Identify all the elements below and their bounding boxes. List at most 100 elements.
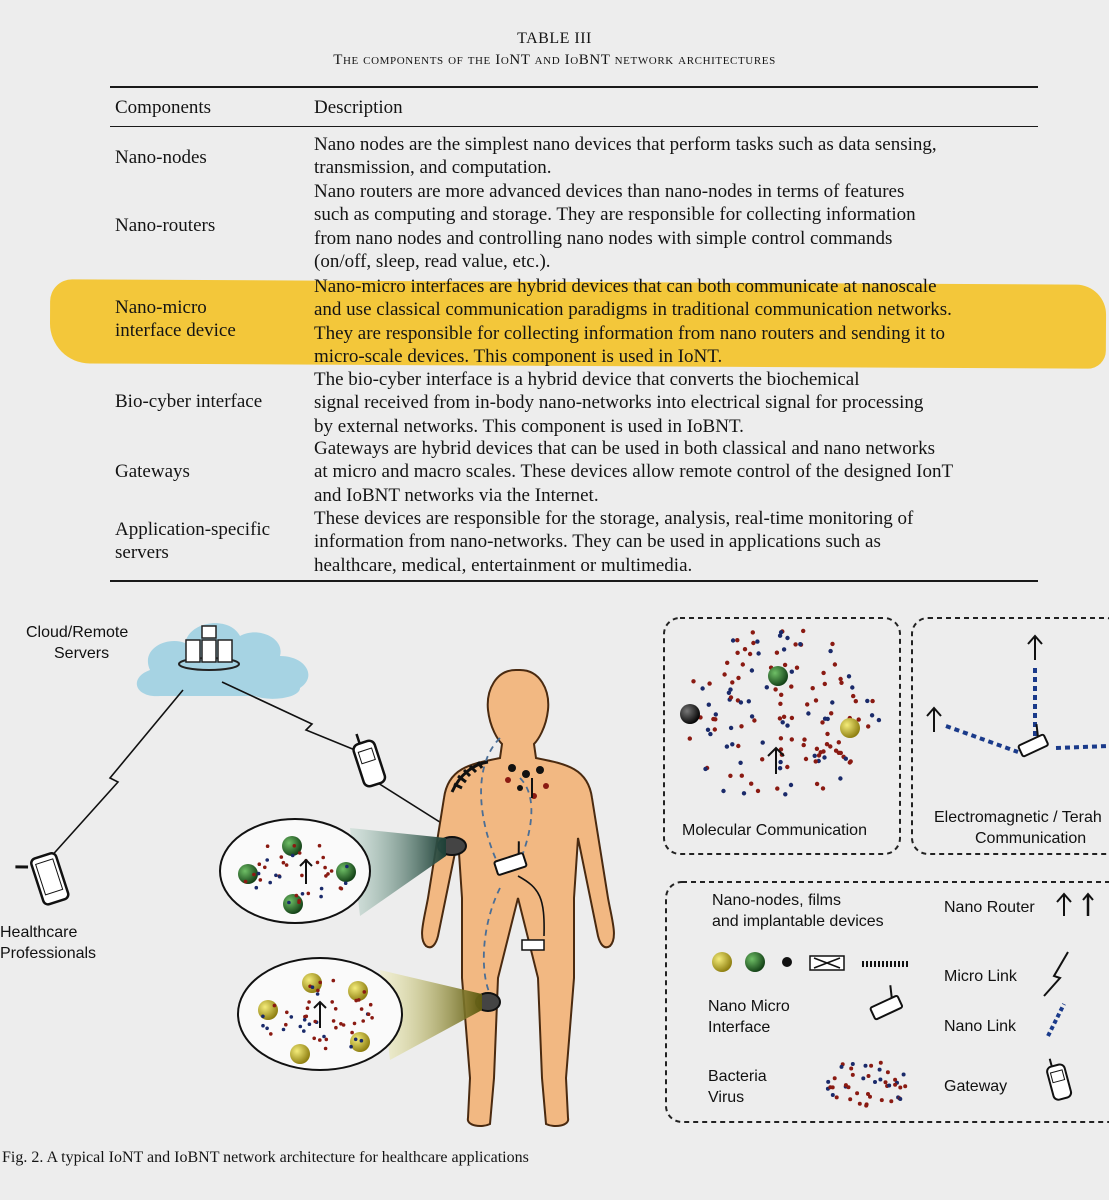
particle-dot bbox=[290, 853, 295, 858]
particle-dot bbox=[305, 1006, 310, 1010]
particle-dot bbox=[254, 885, 259, 890]
particle-dot bbox=[741, 791, 747, 796]
particle-dot bbox=[839, 1064, 844, 1069]
particle-dot bbox=[307, 1000, 311, 1004]
particle-dot bbox=[298, 1024, 303, 1029]
particle-dot bbox=[707, 681, 712, 686]
nano-micro-interface-device bbox=[493, 841, 528, 876]
particle-dot bbox=[820, 720, 825, 725]
particle-dot bbox=[343, 881, 348, 885]
particle-dot bbox=[893, 1077, 898, 1082]
particle-dot bbox=[359, 1007, 364, 1011]
implant-device bbox=[521, 939, 545, 951]
zoom-beam-yellow bbox=[380, 970, 482, 1060]
particle-dot bbox=[258, 878, 263, 882]
particle-dot bbox=[713, 712, 718, 717]
particle-dot bbox=[735, 650, 740, 655]
particle-dot bbox=[302, 1029, 306, 1033]
particle-dot bbox=[878, 1077, 883, 1082]
particle-dot bbox=[721, 788, 726, 794]
particle-dot bbox=[778, 759, 783, 765]
legend-interface-icon bbox=[869, 985, 904, 1021]
particle-dot bbox=[728, 773, 733, 778]
particle-dot bbox=[330, 1000, 335, 1004]
particle-dot bbox=[319, 894, 323, 899]
particle-dot bbox=[261, 1023, 265, 1028]
particle-dot bbox=[777, 716, 783, 721]
particle-dot bbox=[728, 725, 734, 731]
particle-dot bbox=[828, 1085, 833, 1090]
particle-dot bbox=[307, 1022, 312, 1026]
particle-dot bbox=[805, 702, 810, 707]
particle-dot bbox=[802, 737, 807, 742]
particle-dot bbox=[789, 715, 795, 721]
particle-dot bbox=[687, 736, 692, 741]
particle-dot bbox=[323, 1046, 328, 1051]
particle-dot bbox=[898, 1085, 903, 1090]
particle-dot bbox=[779, 692, 784, 697]
particle-dot bbox=[877, 1067, 882, 1072]
particle-dot bbox=[316, 988, 320, 993]
particle-dot bbox=[785, 723, 790, 728]
nano-link-in-body bbox=[480, 737, 501, 869]
particle-dot bbox=[370, 1016, 374, 1020]
particle-dot bbox=[812, 753, 817, 758]
particle-dot bbox=[824, 742, 830, 747]
particle-dot bbox=[739, 773, 744, 778]
particle-dot bbox=[274, 873, 278, 878]
zoom-ellipse-green bbox=[219, 818, 371, 924]
component-line: Nano-micro bbox=[115, 297, 207, 318]
micro-link-cloud-gateway bbox=[221, 681, 356, 751]
particle-dot bbox=[326, 872, 330, 876]
legend-implant-icon bbox=[809, 955, 845, 971]
particle-dot bbox=[310, 985, 315, 989]
particle-dot bbox=[898, 1097, 903, 1101]
description-line: Nano nodes are the simplest nano devices… bbox=[314, 134, 937, 155]
particle-dot bbox=[366, 1012, 371, 1016]
table-row-description: Nano-micro interfaces are hybrid devices… bbox=[314, 275, 1044, 368]
particle-dot bbox=[863, 1063, 868, 1068]
particle-dot bbox=[850, 1062, 855, 1066]
particle-dot bbox=[838, 776, 843, 781]
table-row-description: These devices are responsible for the st… bbox=[314, 507, 1044, 577]
particle-dot bbox=[739, 724, 744, 729]
particle-dot bbox=[705, 727, 711, 732]
particle-dot bbox=[711, 716, 716, 722]
particle-dot bbox=[261, 1014, 265, 1019]
table-row-component: Nano-nodes bbox=[115, 146, 207, 169]
particle-dot bbox=[848, 1097, 853, 1102]
particle-dot bbox=[818, 750, 823, 755]
particle-dot bbox=[700, 686, 705, 691]
molecular-dots bbox=[687, 628, 882, 797]
particle-dot bbox=[268, 880, 273, 885]
particle-dot bbox=[281, 1027, 286, 1032]
table-title: The components of the IoNT and IoBNT net… bbox=[333, 52, 776, 68]
particle-dot bbox=[836, 750, 841, 755]
particle-dot bbox=[855, 1091, 860, 1096]
particle-dot bbox=[810, 686, 815, 691]
particle-dot bbox=[277, 874, 282, 879]
particle-dot bbox=[287, 900, 291, 905]
particle-dot bbox=[726, 690, 732, 695]
particle-dot bbox=[878, 1060, 883, 1065]
particle-dot bbox=[279, 855, 284, 859]
description-line: micro-scale devices. This component is u… bbox=[314, 345, 723, 367]
particle-dot bbox=[839, 680, 844, 685]
zoom-green-dots bbox=[243, 843, 349, 905]
particle-dot bbox=[901, 1072, 906, 1077]
particle-dot bbox=[850, 685, 855, 690]
particle-dot bbox=[269, 1032, 273, 1036]
particle-dot bbox=[825, 731, 830, 737]
particle-dot bbox=[826, 1079, 831, 1084]
description-line: and IoBNT networks via the Internet. bbox=[314, 484, 599, 506]
particle-dot bbox=[755, 639, 760, 644]
particle-dot bbox=[345, 864, 349, 869]
component-line: Application-specific bbox=[115, 519, 271, 540]
particle-dot bbox=[317, 843, 322, 848]
particle-dot bbox=[742, 647, 748, 652]
particle-dot bbox=[775, 786, 780, 791]
particle-dot bbox=[323, 865, 327, 870]
particle-dot bbox=[297, 900, 301, 904]
particle-dot bbox=[312, 1036, 317, 1041]
